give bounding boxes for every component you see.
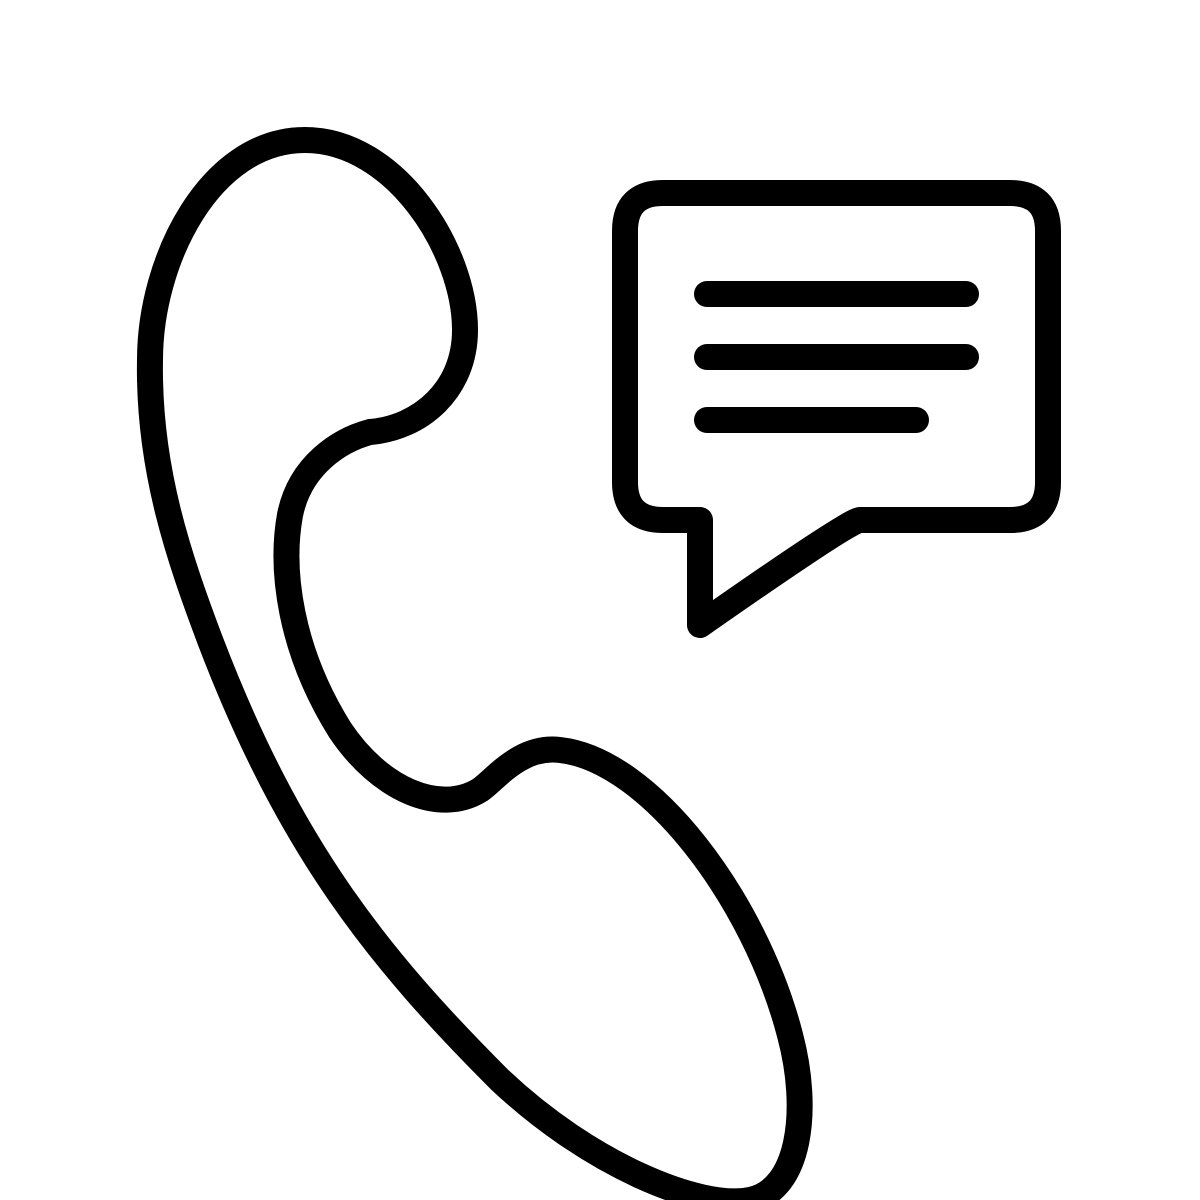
speech-bubble-icon <box>612 180 1061 638</box>
phone-handset-icon <box>136 127 813 1200</box>
